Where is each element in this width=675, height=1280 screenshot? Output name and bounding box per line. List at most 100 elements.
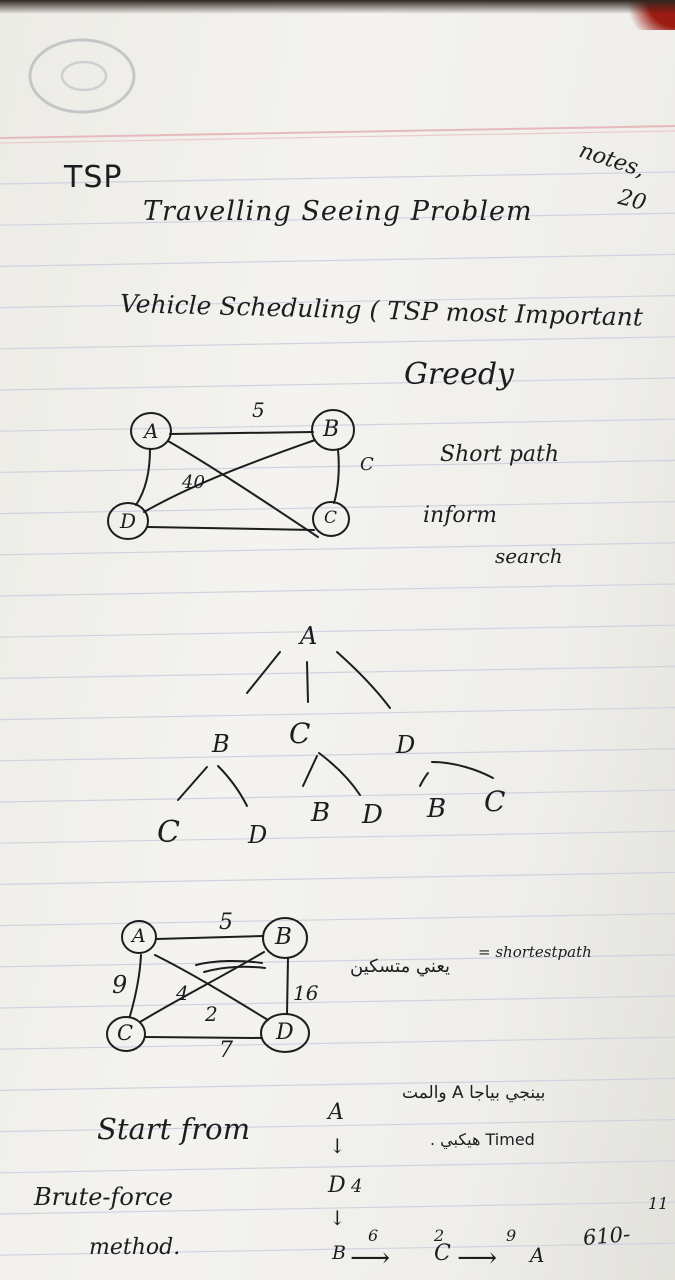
- graph1-node-b-circle: [311, 409, 355, 451]
- tree-root: A: [300, 622, 318, 650]
- graph2-edge-ab: [155, 935, 264, 940]
- ruled-line: [0, 624, 675, 638]
- greedy-note: Greedy: [404, 357, 514, 392]
- route-arabic-note-2: . هيكبي Timed: [430, 1130, 535, 1149]
- graph1-node-a: A: [144, 419, 159, 443]
- ruled-line: [0, 830, 675, 844]
- route-weight-bc: 2: [434, 1226, 445, 1245]
- graph2-scribble: [195, 959, 266, 973]
- ruled-line: [0, 995, 675, 1009]
- graph1-node-d: D: [120, 509, 137, 533]
- ruled-line: [0, 665, 675, 679]
- tsp-heading: TSP: [64, 160, 123, 195]
- route-arabic-note-1: والمت A بينجي بياجا: [402, 1083, 546, 1103]
- route-total: 610-: [582, 1221, 632, 1251]
- margin-line: [0, 125, 675, 139]
- graph2-edge-cd: [144, 1036, 263, 1039]
- ruled-line: [0, 1242, 675, 1256]
- graph1-node-c-circle: [312, 501, 350, 537]
- route-arrow-right-1: ⟶: [350, 1241, 391, 1274]
- graph1-weight-bc: C: [360, 454, 374, 475]
- graph2-weight-diag-1: 4: [176, 981, 189, 1005]
- graph2-node-b: B: [275, 924, 292, 950]
- tree-edge-a-d: [336, 651, 391, 709]
- graph2-node-c: C: [117, 1021, 134, 1045]
- graph2-weight-bd: 16: [293, 981, 319, 1005]
- tree-level2-c1: C: [157, 815, 180, 850]
- tsp-full-name: Travelling Seeing Problem: [143, 196, 533, 227]
- route-step-a: A: [328, 1100, 344, 1125]
- graph2-edge-ad: [154, 954, 269, 1021]
- graph1-edge-ad: [135, 448, 151, 506]
- ruled-line: [0, 748, 675, 762]
- graph2-edge-cb: [139, 951, 265, 1023]
- graph1-node-b: B: [323, 417, 340, 442]
- brute-force-label: Brute-force: [34, 1183, 173, 1211]
- search-note: search: [495, 544, 563, 568]
- ruled-line: [0, 707, 675, 721]
- graph1-edge-dc: [147, 526, 315, 531]
- route-step-a-end: A: [530, 1243, 545, 1267]
- graph2-weight-ab: 5: [219, 910, 233, 935]
- graph1-node-d-circle: [107, 502, 149, 540]
- ruled-line: [0, 913, 675, 927]
- tree-edge-a-c: [306, 661, 309, 703]
- graph2-node-d: D: [276, 1020, 294, 1045]
- tree-level2-d1: D: [248, 821, 268, 849]
- route-weight-db: 6: [368, 1226, 379, 1245]
- ruled-lines: [0, 171, 675, 1256]
- tree-level2-d2: D: [362, 800, 383, 830]
- route-weight-ca: 9: [506, 1226, 517, 1245]
- ruled-line: [0, 171, 675, 185]
- ruled-line: [0, 253, 675, 267]
- tree-level1-c: C: [289, 717, 311, 750]
- tree-edge-c-d: [318, 752, 361, 796]
- tree-edge-b-d: [217, 765, 248, 807]
- start-from-label: Start from: [97, 1112, 251, 1146]
- ruled-line: [0, 418, 675, 432]
- ruled-line: [0, 1036, 675, 1050]
- graph1-weight-ab: 5: [252, 398, 265, 422]
- shortest-path-note: = shortestpath: [478, 943, 592, 961]
- graph2-weight-diag-2: 2: [205, 1002, 218, 1026]
- ruled-line: [0, 295, 675, 309]
- ruled-line: [0, 459, 675, 473]
- tree-edge-d-c: [431, 761, 494, 779]
- ruled-line: [0, 336, 675, 350]
- graph1-edge-ab: [169, 431, 314, 435]
- ruled-line: [0, 1077, 675, 1091]
- route-total-extra: 11: [648, 1194, 669, 1213]
- ruled-line: [0, 789, 675, 803]
- ruled-line: [0, 377, 675, 391]
- graph2-arabic-note: يعني متسكين: [350, 956, 451, 977]
- graph1-node-c: C: [324, 508, 338, 528]
- ruled-line: [0, 583, 675, 597]
- route-step-b: B: [332, 1242, 346, 1264]
- method-label: method.: [89, 1235, 181, 1260]
- route-weight-ad: 4: [351, 1176, 363, 1197]
- route-arrow-down-1: ↓: [329, 1134, 346, 1158]
- route-arrow-down-2: ↓: [329, 1206, 346, 1230]
- graph2-node-d-circle: [260, 1013, 310, 1053]
- ruled-line: [0, 542, 675, 556]
- ruled-line: [0, 1201, 675, 1215]
- route-step-c: C: [434, 1241, 451, 1266]
- ruled-line: [0, 871, 675, 885]
- ruled-line: [0, 212, 675, 226]
- tree-level2-b1: B: [311, 798, 331, 828]
- margin-line-2: [0, 130, 675, 144]
- graph2-edge-bd: [286, 957, 289, 1015]
- tree-edge-d-b: [419, 772, 429, 787]
- short-path-note: Short path: [440, 442, 560, 467]
- page-number-mark: [60, 60, 108, 92]
- route-arrow-right-2: ⟶: [457, 1241, 498, 1274]
- graph2-weight-cd: 7: [219, 1038, 233, 1063]
- page-top-shadow: [0, 0, 675, 14]
- tree-edge-c-b: [302, 755, 318, 787]
- tree-level2-b2: B: [427, 794, 447, 824]
- graph1-edge-bc: [333, 449, 340, 504]
- ruled-line: [0, 1119, 675, 1133]
- ruled-line: [0, 501, 675, 515]
